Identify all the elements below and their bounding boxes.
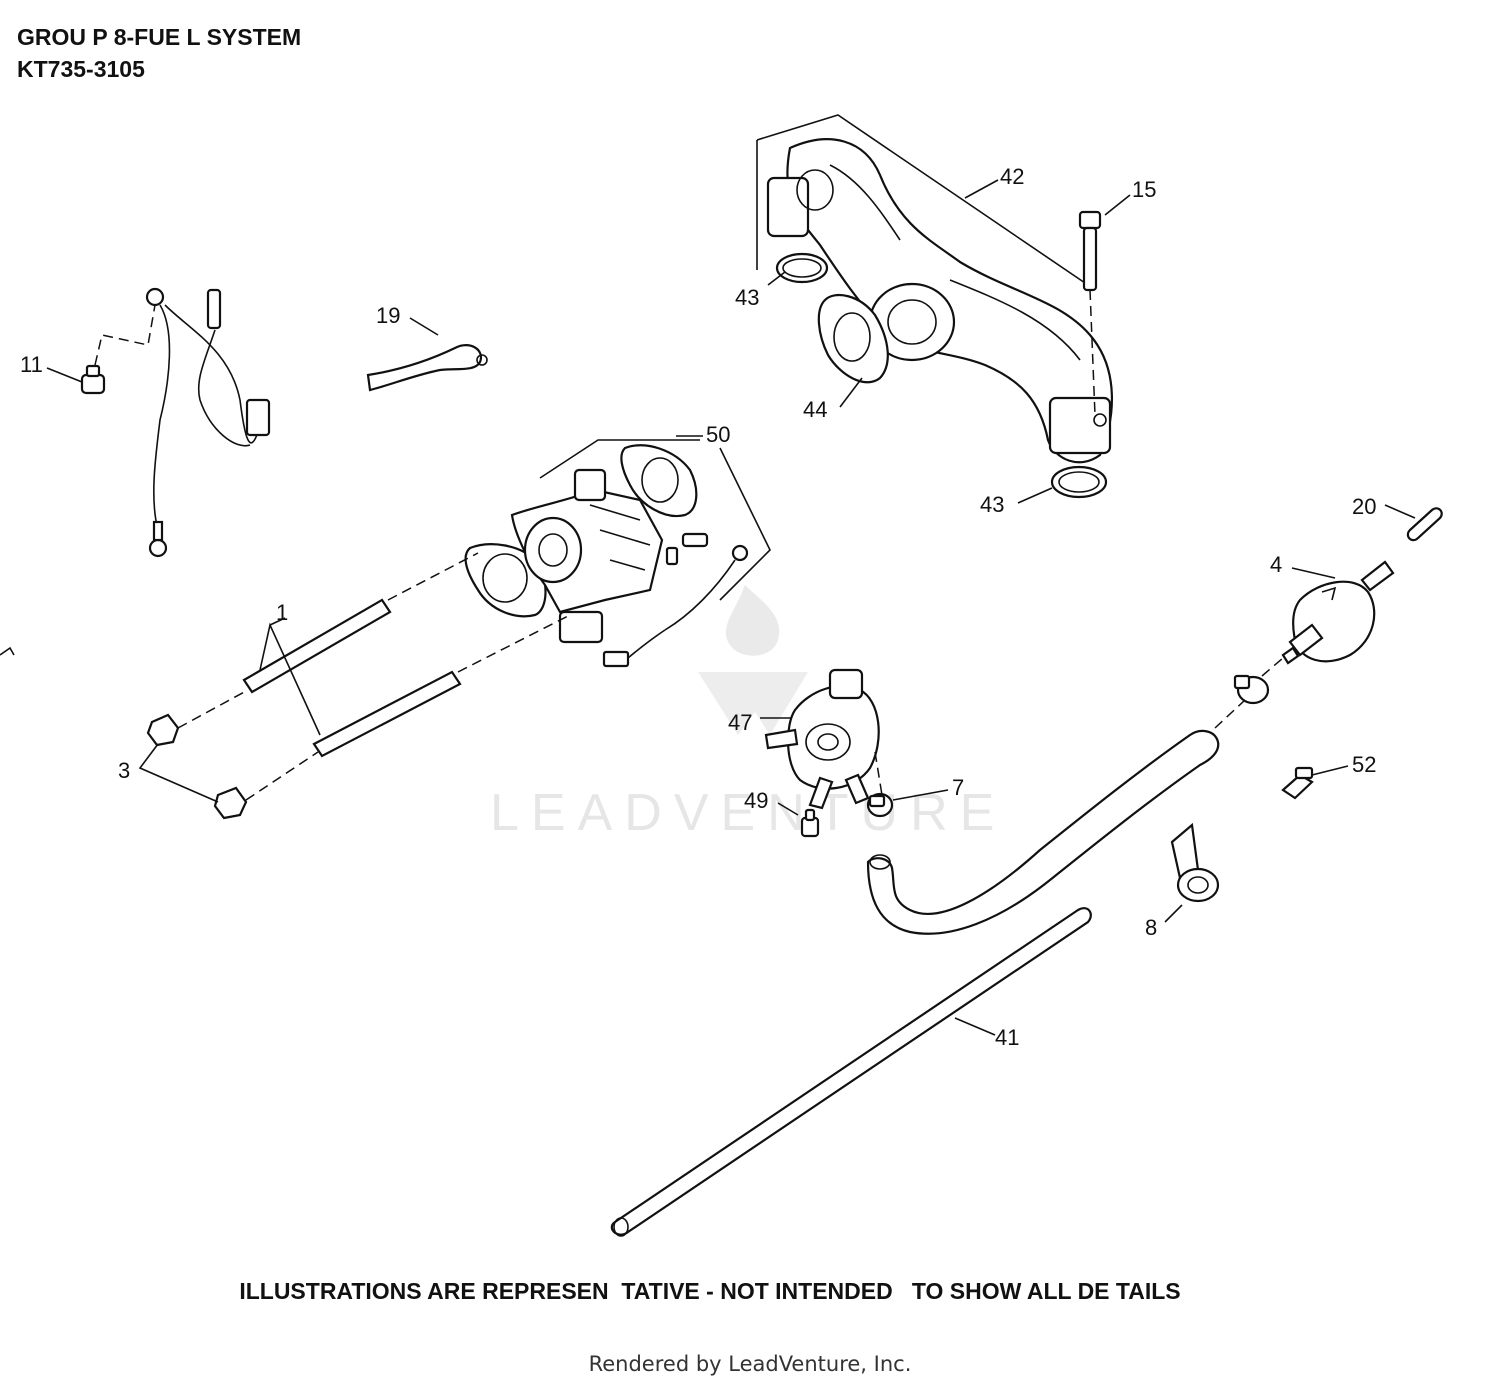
intake-manifold[interactable] (766, 138, 1113, 464)
partial-fastener (0, 646, 15, 656)
callout-49: 49 (744, 788, 768, 813)
vent-hose[interactable] (366, 344, 483, 392)
callout-50: 50 (706, 422, 730, 447)
callout-4: 4 (1270, 552, 1282, 577)
disclaimer-text: ILLUSTRATIONS ARE REPRESEN TATIVE - NOT … (239, 1278, 1181, 1304)
callout-15: 15 (1132, 177, 1156, 202)
callout-42: 42 (1000, 164, 1024, 189)
flange-nuts[interactable] (146, 713, 248, 820)
long-fuel-hose[interactable] (610, 907, 1092, 1236)
callout-52: 52 (1352, 752, 1376, 777)
hose-clamp[interactable] (866, 792, 894, 818)
callout-20: 20 (1352, 494, 1376, 519)
watermark-logo (698, 585, 808, 735)
render-credit: Rendered by LeadVenture, Inc. (588, 1352, 912, 1376)
callout-8: 8 (1145, 915, 1157, 940)
callout-43-lower: 43 (980, 492, 1004, 517)
manifold-bracket-line (756, 114, 1089, 286)
hose-clip[interactable] (1170, 822, 1220, 903)
fuel-pump[interactable] (764, 668, 880, 810)
carburetor-bracket-line (539, 439, 700, 479)
barb-fitting[interactable] (1281, 766, 1314, 800)
callout-41: 41 (995, 1025, 1019, 1050)
wiring-harness[interactable] (145, 287, 271, 558)
pump-screw[interactable] (800, 808, 820, 838)
model-number: KT735-3105 (17, 56, 145, 82)
carburetor[interactable] (464, 444, 698, 644)
callout-19: 19 (376, 303, 400, 328)
callout-3: 3 (118, 758, 130, 783)
manifold-gasket[interactable] (817, 293, 889, 384)
studs[interactable] (242, 598, 462, 758)
ground-bolt[interactable] (80, 364, 106, 395)
carburetor-fittings[interactable] (602, 532, 749, 668)
callout-1: 1 (276, 600, 288, 625)
fuel-pin[interactable] (1406, 507, 1443, 542)
fuel-line[interactable] (866, 729, 1220, 935)
callout-43-upper: 43 (735, 285, 759, 310)
callout-11: 11 (20, 352, 43, 377)
diagram-title: GROU P 8-FUE L SYSTEM (17, 24, 302, 50)
bolt[interactable] (1078, 210, 1102, 292)
callout-44: 44 (803, 397, 827, 422)
watermark-text: LEADVENTURE (490, 784, 1006, 842)
fuel-filter[interactable] (1281, 560, 1395, 665)
callout-47: 47 (728, 710, 752, 735)
callout-7: 7 (952, 775, 964, 800)
filter-clamp[interactable] (1233, 674, 1270, 705)
